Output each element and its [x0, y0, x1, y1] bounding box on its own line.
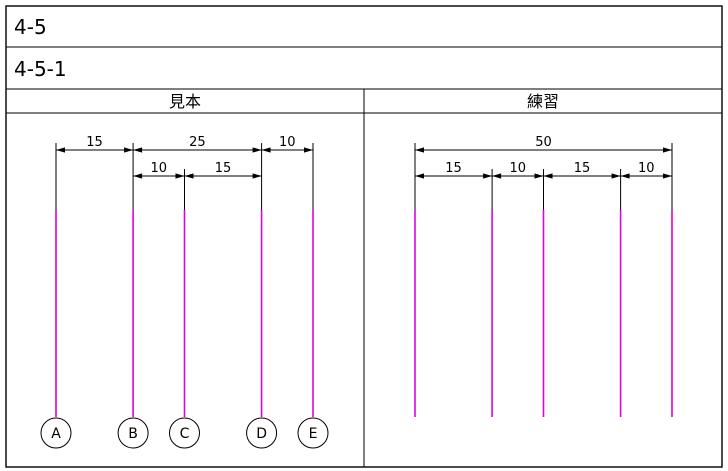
dimension-arrowhead [611, 173, 621, 179]
subsection-title: 4-5-1 [14, 57, 67, 81]
dimension-label: 15 [86, 135, 103, 150]
dimension-label: 15 [215, 161, 232, 176]
grid-bubble-label: A [51, 426, 61, 442]
grid-bubble [246, 417, 278, 449]
dimension-arrowhead [415, 173, 424, 179]
dimension-arrowhead [175, 173, 185, 179]
dimension-arrowhead [534, 173, 544, 179]
grid-bubble-label: D [256, 426, 267, 442]
grid-bubble-label: E [309, 426, 318, 442]
grid-bubble [117, 417, 149, 449]
sample-drawing: 15 25 10 10 15A B C D E [40, 135, 329, 449]
grid-bubble [40, 417, 72, 449]
dimension-arrowhead [663, 147, 672, 153]
dimension-label: 15 [574, 161, 591, 176]
grid-bubble [169, 417, 200, 449]
dimension-arrowhead [483, 173, 493, 179]
dimension-arrowhead [252, 173, 262, 179]
dimension-label: 50 [535, 135, 552, 150]
practice-drawing: 50 15 10 15 10 [414, 135, 673, 417]
dimension-arrowhead [133, 173, 143, 179]
dimension-label: 10 [151, 161, 168, 176]
practice-column-header: 練習 [527, 92, 559, 111]
dimension-arrowhead [415, 147, 424, 153]
dimension-arrowhead [543, 173, 553, 179]
dimension-arrowhead [261, 147, 271, 153]
dimension-arrowhead [304, 147, 313, 153]
dimension-label: 15 [445, 161, 462, 176]
dimension-arrowhead [133, 147, 143, 153]
dimension-label: 10 [279, 135, 296, 150]
sample-column-header: 見本 [169, 92, 201, 111]
dimension-arrowhead [252, 147, 262, 153]
dimension-arrowhead [124, 147, 134, 153]
dimension-arrowhead [184, 173, 194, 179]
grid-bubble-label: C [180, 426, 190, 442]
dimension-arrowhead [663, 173, 672, 179]
dimension-arrowhead [620, 173, 630, 179]
dimension-label: 25 [189, 135, 206, 150]
section-title: 4-5 [14, 15, 47, 39]
dimension-arrowhead [492, 173, 502, 179]
dimension-arrowhead [56, 147, 65, 153]
grid-bubble-label: B [128, 426, 138, 442]
dimension-label: 10 [638, 161, 655, 176]
dimension-label: 10 [510, 161, 527, 176]
grid-bubble [297, 417, 329, 449]
